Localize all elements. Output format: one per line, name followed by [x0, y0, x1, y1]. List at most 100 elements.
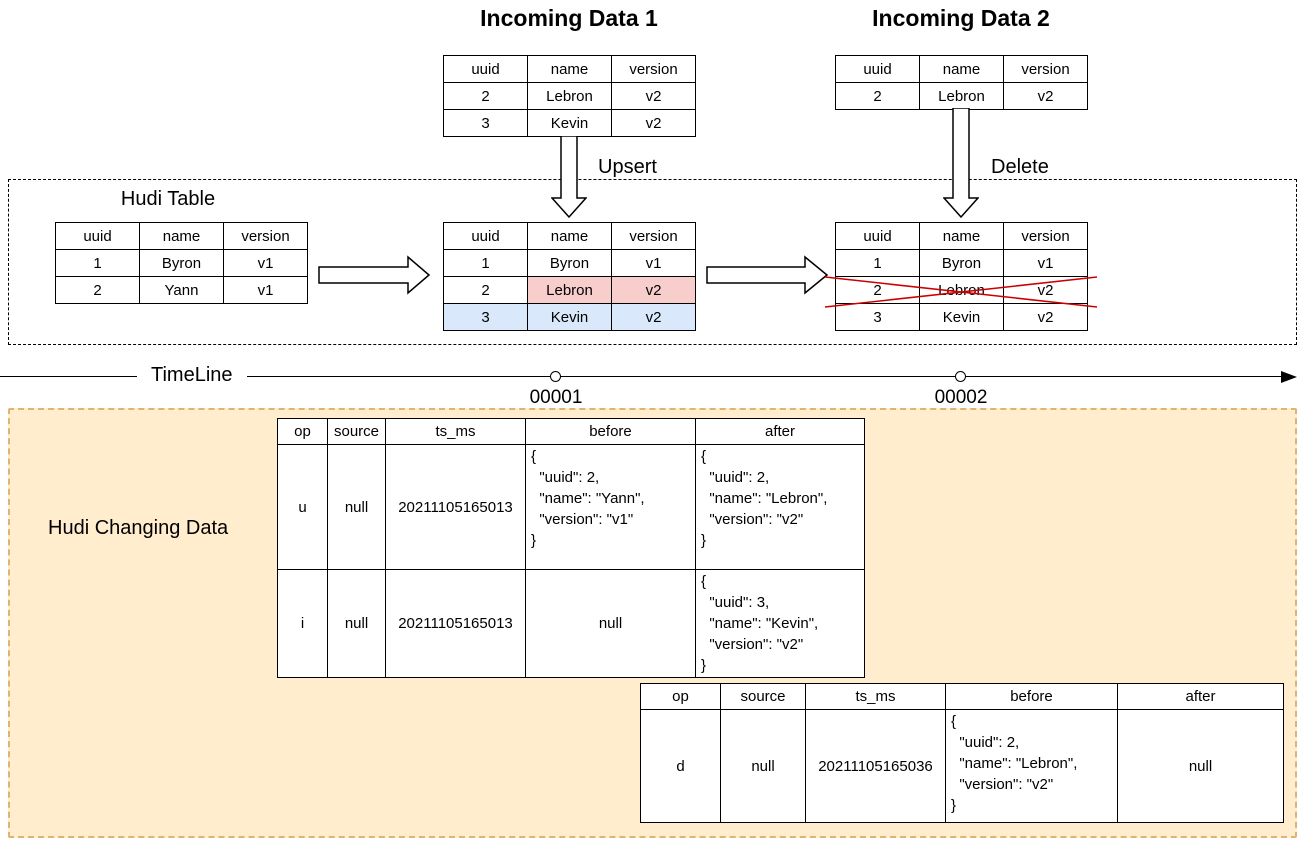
table-row: 3 Kevin v2 — [835, 303, 1088, 331]
col-before: before — [945, 683, 1118, 710]
col-version: version — [611, 55, 696, 83]
col-ts-ms: ts_ms — [805, 683, 946, 710]
incoming-data-1-title: Incoming Data 1 — [480, 5, 658, 31]
cell-uuid: 3 — [443, 109, 528, 137]
cell-version: v2 — [611, 82, 696, 110]
cell-ts-ms: 20211105165013 — [385, 444, 526, 570]
hudi-upserted-table: uuid name version 1 Byron v1 2 Lebron v2… — [443, 222, 696, 331]
cell-version-inserted: v2 — [611, 303, 696, 331]
cell-uuid: 2 — [835, 82, 920, 110]
cell-before: null — [525, 569, 696, 678]
col-version: version — [223, 222, 308, 250]
header-row: uuid name version — [443, 222, 696, 250]
cell-version: v2 — [1003, 82, 1088, 110]
change-row-insert: i null 20211105165013 null { "uuid": 3, … — [277, 569, 865, 678]
cell-name: Byron — [919, 249, 1004, 277]
cell-source: null — [327, 444, 386, 570]
cell-after: null — [1117, 709, 1284, 823]
incoming-data-2-title: Incoming Data 2 — [872, 5, 1050, 31]
cell-uuid: 2 — [835, 276, 920, 304]
header-row: uuid name version — [835, 55, 1088, 83]
timeline-marker-dot-1 — [550, 371, 561, 382]
cell-after: { "uuid": 3, "name": "Kevin", "version":… — [695, 569, 865, 678]
timeline-marker-dot-2 — [955, 371, 966, 382]
cell-uuid: 3 — [835, 303, 920, 331]
col-version: version — [1003, 55, 1088, 83]
cell-uuid: 1 — [835, 249, 920, 277]
timeline-arrowhead-icon — [1281, 371, 1297, 383]
header-row: uuid name version — [443, 55, 696, 83]
col-uuid: uuid — [443, 55, 528, 83]
hudi-deleted-table: uuid name version 1 Byron v1 2 Lebron v2… — [835, 222, 1088, 331]
col-uuid: uuid — [835, 55, 920, 83]
timeline-instant-00002: 00002 — [934, 387, 988, 408]
cell-before: { "uuid": 2, "name": "Yann", "version": … — [525, 444, 696, 570]
col-source: source — [720, 683, 806, 710]
change-row-update: u null 20211105165013 { "uuid": 2, "name… — [277, 444, 865, 570]
transition-arrow-icon — [318, 255, 431, 295]
timeline-label: TimeLine — [137, 364, 247, 387]
hudi-changing-data-label: Hudi Changing Data — [48, 517, 229, 539]
cell-version: v1 — [611, 249, 696, 277]
col-version: version — [1003, 222, 1088, 250]
col-before: before — [525, 418, 696, 445]
delete-label: Delete — [991, 156, 1049, 178]
cell-name: Byron — [527, 249, 612, 277]
cell-version-updated: v2 — [611, 276, 696, 304]
cell-version: v2 — [1003, 276, 1088, 304]
upsert-label: Upsert — [598, 156, 657, 178]
deleted-row-cross-icon — [824, 276, 1098, 308]
timeline-axis — [0, 376, 1283, 377]
changing-data-table-1: op source ts_ms before after u null 2021… — [277, 418, 865, 678]
cell-op: d — [640, 709, 721, 823]
cell-version: v1 — [223, 276, 308, 304]
cell-version: v2 — [611, 109, 696, 137]
col-op: op — [640, 683, 721, 710]
col-uuid: uuid — [835, 222, 920, 250]
table-row: 2 Lebron v2 — [443, 82, 696, 110]
incoming-data-1-table: uuid name version 2 Lebron v2 3 Kevin v2 — [443, 55, 696, 137]
hudi-initial-table: uuid name version 1 Byron v1 2 Yann v1 — [55, 222, 308, 304]
table-row: 1 Byron v1 — [55, 249, 308, 277]
table-row: 2 Lebron v2 — [835, 82, 1088, 110]
cell-op: i — [277, 569, 328, 678]
col-name: name — [139, 222, 224, 250]
col-source: source — [327, 418, 386, 445]
upsert-arrow-icon — [551, 136, 587, 218]
cell-version: v2 — [1003, 303, 1088, 331]
table-row-inserted: 3 Kevin v2 — [443, 303, 696, 331]
col-name: name — [527, 55, 612, 83]
cell-op: u — [277, 444, 328, 570]
col-version: version — [611, 222, 696, 250]
cell-name: Lebron — [919, 276, 1004, 304]
cell-name: Byron — [139, 249, 224, 277]
col-uuid: uuid — [443, 222, 528, 250]
cell-version: v1 — [1003, 249, 1088, 277]
cell-ts-ms: 20211105165013 — [385, 569, 526, 678]
col-uuid: uuid — [55, 222, 140, 250]
col-op: op — [277, 418, 328, 445]
table-row-updated: 2 Lebron v2 — [443, 276, 696, 304]
header-row: uuid name version — [55, 222, 308, 250]
cell-uuid: 1 — [443, 249, 528, 277]
cell-name: Lebron — [527, 82, 612, 110]
change-row-delete: d null 20211105165036 { "uuid": 2, "name… — [640, 709, 1284, 823]
table-row-deleted: 2 Lebron v2 — [835, 276, 1088, 304]
header-row: op source ts_ms before after — [277, 418, 865, 445]
cell-uuid: 1 — [55, 249, 140, 277]
col-after: after — [695, 418, 865, 445]
col-name: name — [527, 222, 612, 250]
col-after: after — [1117, 683, 1284, 710]
table-row: 2 Yann v1 — [55, 276, 308, 304]
col-ts-ms: ts_ms — [385, 418, 526, 445]
cell-name: Kevin — [919, 303, 1004, 331]
header-row: uuid name version — [835, 222, 1088, 250]
cell-ts-ms: 20211105165036 — [805, 709, 946, 823]
header-row: op source ts_ms before after — [640, 683, 1284, 710]
cell-name: Lebron — [919, 82, 1004, 110]
cell-uuid-inserted: 3 — [443, 303, 528, 331]
cell-uuid: 2 — [55, 276, 140, 304]
col-name: name — [919, 55, 1004, 83]
col-name: name — [919, 222, 1004, 250]
